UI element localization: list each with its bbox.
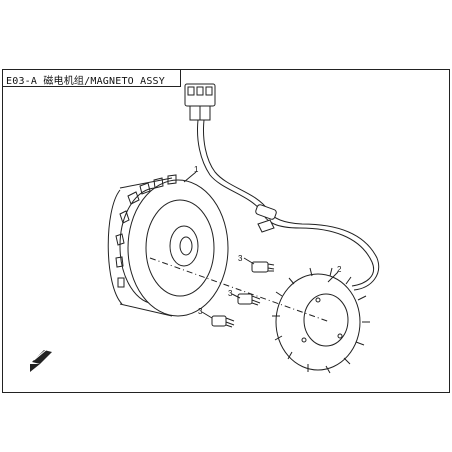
callout-2: 2: [337, 265, 342, 274]
bolt-middle: [237, 293, 261, 306]
leader-3c: [201, 311, 213, 319]
flywheel-rotor: [107, 174, 229, 317]
stator: [272, 267, 370, 374]
callout-3: 3: [228, 289, 233, 298]
drawing-frame: [2, 69, 450, 393]
connector-plug: [184, 83, 216, 121]
wiring-harness: [197, 119, 379, 291]
title-box: [2, 69, 181, 87]
callout-1: 1: [194, 165, 199, 174]
bolt-lower: [211, 315, 235, 328]
bolt-upper: [251, 261, 275, 273]
leader-2: [327, 271, 339, 283]
page-title: E03-A 磁电机组/MAGNETO ASSY: [6, 76, 165, 87]
callout-3: 3: [238, 254, 243, 263]
leader-1: [183, 171, 197, 183]
front-direction-arrow: [30, 349, 52, 372]
leader-3a: [243, 257, 255, 265]
assembly-axis: [149, 257, 331, 323]
callout-3: 3: [198, 307, 203, 316]
leader-3b: [231, 293, 241, 299]
